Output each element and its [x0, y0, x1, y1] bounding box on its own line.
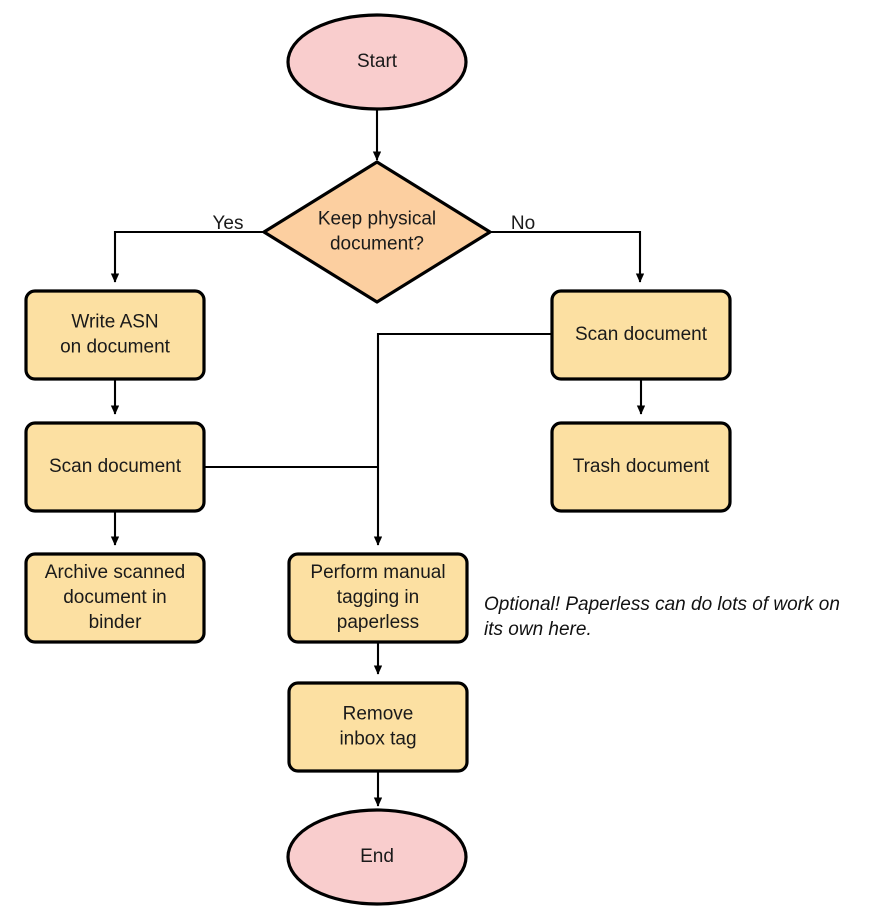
node-label-line: Keep physical — [318, 209, 436, 230]
node-label-line: Remove — [343, 704, 414, 725]
node-label-line: Scan document — [575, 324, 708, 345]
node-label-line: binder — [89, 612, 142, 633]
edge-path — [373, 332, 552, 546]
node-remove-inbox-tag[interactable]: Remove inbox tag — [287, 681, 469, 773]
edge-label-no: No — [511, 213, 535, 234]
node-label-line: Start — [357, 51, 398, 72]
edge-decision-yes-to-write-asn: Yes — [110, 213, 264, 283]
node-label-line: paperless — [337, 612, 419, 633]
edge-scan-right-to-manual-tagging — [373, 332, 552, 546]
node-manual-tagging[interactable]: Perform manual tagging in paperless — [287, 552, 469, 644]
node-write-asn[interactable]: Write ASN on document — [24, 289, 206, 381]
edges-layer: Yes No — [110, 110, 646, 807]
node-label-line: tagging in — [337, 587, 419, 608]
process-rect — [24, 289, 206, 381]
node-label-line: document? — [330, 234, 424, 255]
process-rect — [287, 681, 469, 773]
terminator-ellipse — [286, 808, 468, 906]
process-rect — [24, 552, 206, 644]
annotation-line: its own here. — [484, 619, 592, 640]
node-label-line: End — [360, 846, 394, 867]
edge-path — [110, 230, 264, 283]
annotation-optional-note: Optional! Paperless can do lots of work … — [484, 594, 840, 640]
node-archive-binder[interactable]: Archive scanned document in binder — [24, 552, 206, 644]
edge-label-yes: Yes — [213, 213, 244, 234]
node-end[interactable]: End — [286, 808, 468, 906]
node-label-line: on document — [60, 337, 171, 358]
annotations-layer: Optional! Paperless can do lots of work … — [484, 594, 840, 640]
node-keep-physical[interactable]: Keep physical document? — [262, 160, 492, 304]
node-label-line: Archive scanned — [45, 562, 185, 583]
node-label-line: Trash document — [573, 456, 710, 477]
node-label-line: Perform manual — [310, 562, 445, 583]
process-rect — [550, 421, 732, 513]
terminator-ellipse — [286, 13, 468, 111]
process-rect — [287, 552, 469, 644]
edge-decision-no-to-scan-right: No — [490, 213, 645, 283]
process-rect — [24, 421, 206, 513]
node-start[interactable]: Start — [286, 13, 468, 111]
node-label-line: Scan document — [49, 456, 182, 477]
node-scan-document-left[interactable]: Scan document — [24, 421, 206, 513]
node-scan-document-right[interactable]: Scan document — [550, 289, 732, 381]
node-label-line: inbox tag — [339, 729, 416, 750]
node-label-line: document in — [63, 587, 167, 608]
node-label-line: Write ASN — [71, 312, 158, 333]
edge-path — [490, 230, 645, 283]
process-rect — [550, 289, 732, 381]
node-trash-document[interactable]: Trash document — [550, 421, 732, 513]
decision-diamond — [262, 160, 492, 304]
annotation-line: Optional! Paperless can do lots of work … — [484, 594, 840, 615]
